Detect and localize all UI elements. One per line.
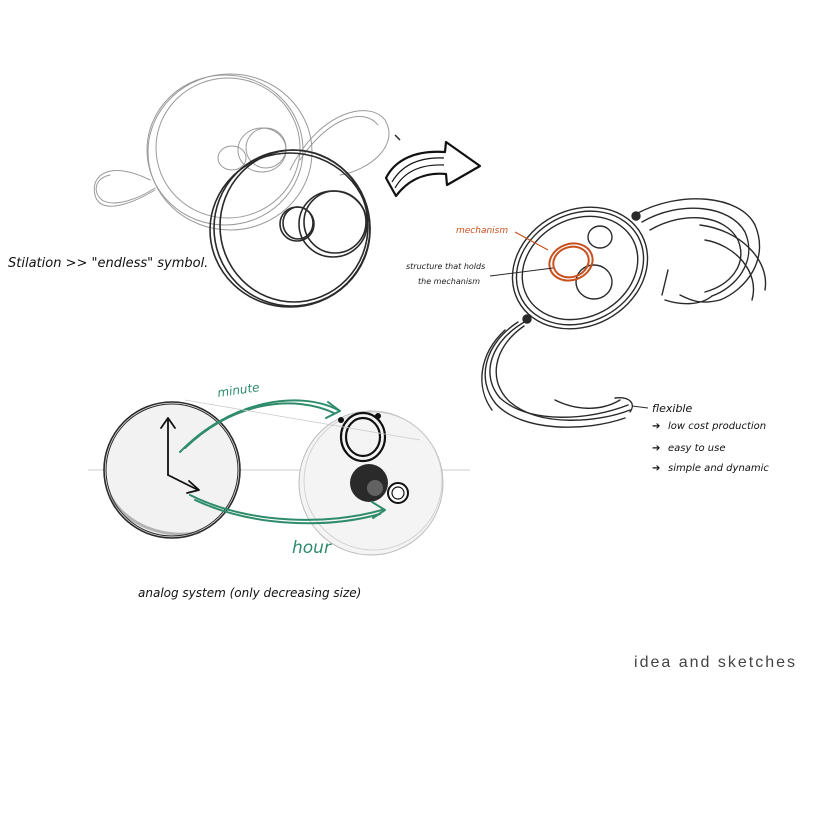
feature-item: low cost production: [668, 421, 766, 432]
transition-arrow: [384, 140, 482, 198]
mechanism-disc-sketch: [298, 410, 444, 556]
page-caption: idea and sketches: [634, 654, 797, 671]
feature-arrow-icon: ➔: [652, 421, 660, 432]
hour-label: hour: [292, 538, 332, 558]
feature-arrow-icon: ➔: [652, 443, 660, 454]
feature-item: simple and dynamic: [668, 463, 769, 474]
analog-system-label: analog system (only decreasing size): [138, 586, 361, 600]
feature-item: easy to use: [668, 443, 726, 454]
endless-symbol-sketch: [93, 73, 401, 308]
minute-arrow: [179, 399, 341, 453]
feature-arrow-icon: ➔: [652, 463, 660, 474]
structure-label-line2: the mechanism: [418, 277, 480, 286]
hour-arrow: [189, 494, 386, 525]
structure-label-line1: structure that holds: [406, 262, 485, 271]
mechanism-label: mechanism: [456, 226, 508, 236]
stylization-note: Stilation >> "endless" symbol.: [8, 256, 208, 271]
bracelet-sketch: [481, 198, 767, 428]
minute-label: minute: [216, 380, 260, 400]
flexible-label: flexible: [652, 402, 692, 415]
feature-list: ➔ low cost production ➔ easy to use ➔ si…: [652, 421, 769, 474]
